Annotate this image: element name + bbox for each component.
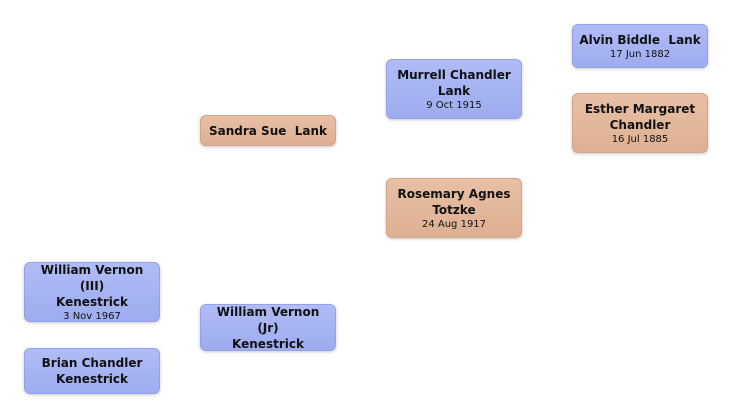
person-name: Murrell Chandler Lank bbox=[397, 67, 511, 98]
person-name: Esther Margaret Chandler bbox=[584, 101, 696, 132]
person-name: Sandra Sue Lank bbox=[208, 123, 327, 138]
person-name: Alvin Biddle Lank bbox=[579, 32, 701, 47]
person-name: Brian Chandler Kenestrick bbox=[41, 356, 143, 386]
person-name: William Vernon (Jr) Kenestrick bbox=[216, 304, 320, 351]
person-birth-date: 9 Oct 1915 bbox=[426, 99, 482, 111]
person-card-brian-chandler[interactable]: Brian Chandler Kenestrick bbox=[24, 348, 160, 394]
person-birth-date: 3 Nov 1967 bbox=[63, 310, 121, 322]
person-birth-date: 16 Jul 1885 bbox=[611, 133, 669, 145]
person-card-sandra-sue[interactable]: Sandra Sue Lank bbox=[200, 115, 336, 146]
person-card-murrell-chandler[interactable]: Murrell Chandler Lank 9 Oct 1915 bbox=[386, 59, 522, 119]
person-birth-date: 17 Jun 1882 bbox=[609, 48, 671, 60]
person-card-rosemary-agnes[interactable]: Rosemary Agnes Totzke 24 Aug 1917 bbox=[386, 178, 522, 238]
person-card-esther-margaret[interactable]: Esther Margaret Chandler 16 Jul 1885 bbox=[572, 93, 708, 153]
person-name: Rosemary Agnes Totzke bbox=[397, 186, 511, 217]
person-card-william-vernon-iii[interactable]: William Vernon (III) Kenestrick 3 Nov 19… bbox=[24, 262, 160, 322]
person-birth-date: 24 Aug 1917 bbox=[421, 218, 487, 230]
person-name: William Vernon (III) Kenestrick bbox=[40, 262, 144, 309]
person-card-william-vernon-jr[interactable]: William Vernon (Jr) Kenestrick bbox=[200, 304, 336, 351]
person-card-alvin-biddle[interactable]: Alvin Biddle Lank 17 Jun 1882 bbox=[572, 24, 708, 68]
